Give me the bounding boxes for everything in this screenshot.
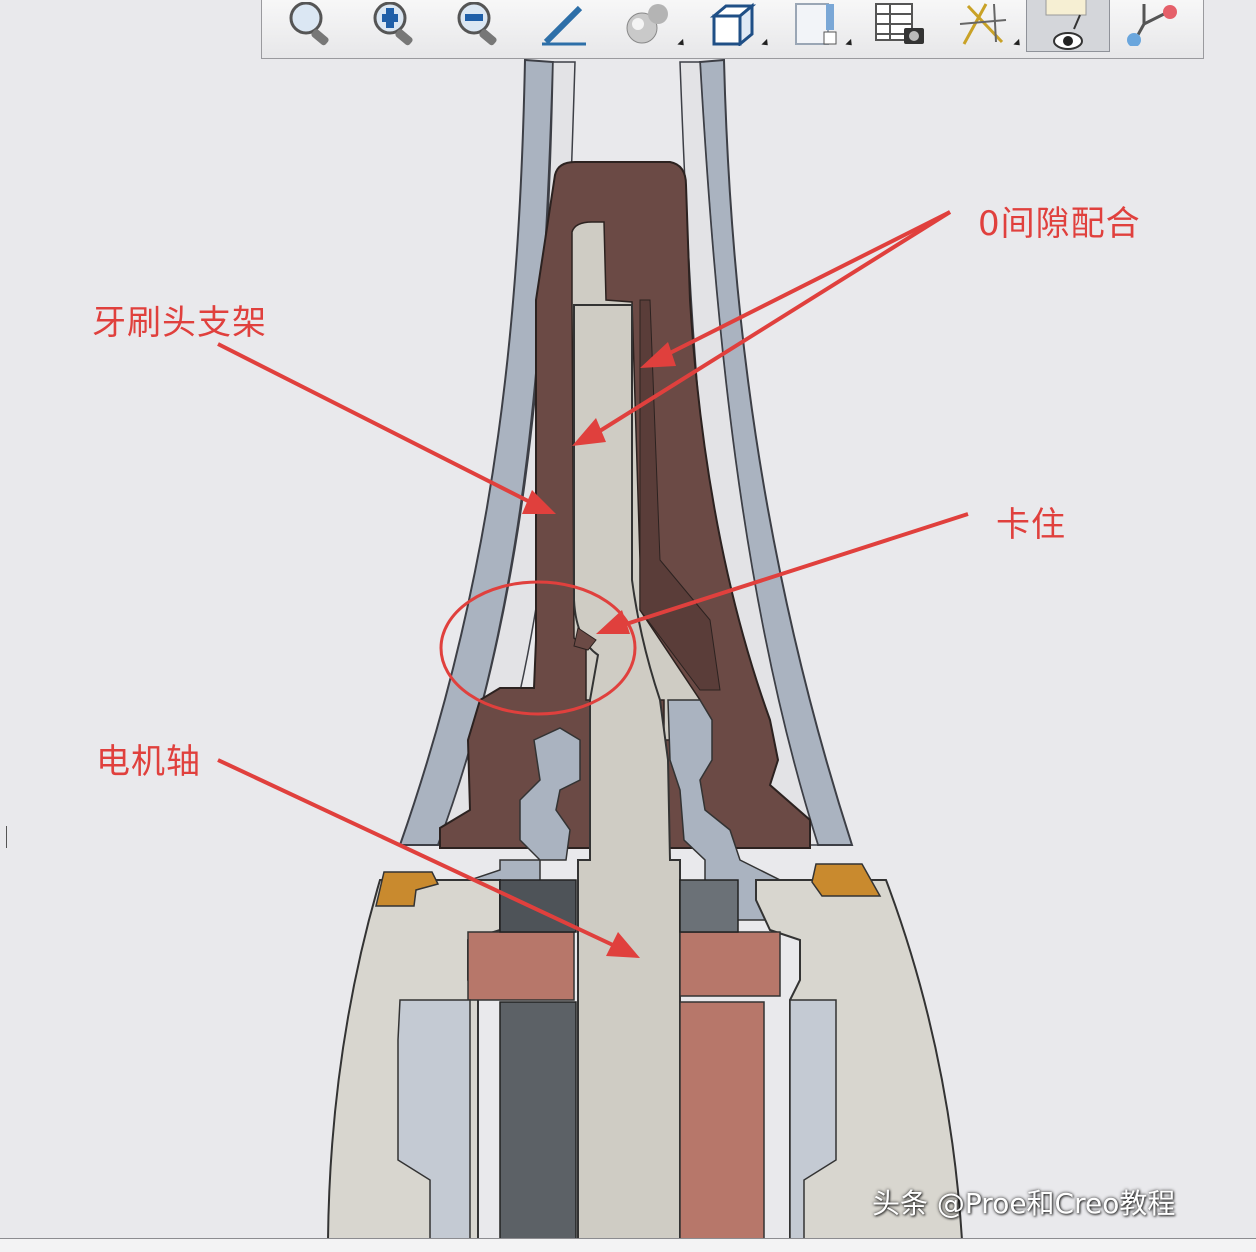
rotor-dark-left-lower <box>499 1001 577 1241</box>
spin-center-button[interactable] <box>1110 0 1194 46</box>
display-style-cube-icon <box>709 2 757 46</box>
clip-left <box>375 871 440 907</box>
clip-right <box>811 863 882 897</box>
view-manager-table-icon <box>875 3 924 44</box>
bearing-left <box>467 931 575 1001</box>
appearance-button[interactable] <box>606 0 690 49</box>
zoom-out-icon <box>457 2 497 46</box>
appearance-spheres-icon <box>626 4 668 44</box>
zoom-fit-button[interactable] <box>270 0 354 46</box>
callout-motor-shaft: 电机轴 <box>96 742 201 782</box>
seal-left <box>469 727 581 921</box>
watermark: 头条 @Proe和Creo教程 <box>872 1187 1176 1220</box>
chevron-down-icon <box>761 38 771 49</box>
lock-highlight-circle <box>439 580 637 716</box>
chevron-down-icon <box>845 38 855 49</box>
copper-sleeve-right <box>679 1001 765 1241</box>
rotor-dark-right <box>679 879 739 933</box>
annotation-display-icon <box>1045 0 1087 50</box>
annotation-display-button[interactable] <box>1026 0 1110 52</box>
housing-inner-left <box>397 999 471 1241</box>
status-strip <box>0 1238 1256 1252</box>
view-manager-button[interactable] <box>858 0 942 46</box>
chevron-down-icon <box>1013 38 1023 49</box>
zoom-in-button[interactable] <box>354 0 438 46</box>
spin-center-icon <box>1127 4 1177 46</box>
saved-views-icon <box>795 3 837 45</box>
chevron-down-icon <box>677 38 687 49</box>
sketch-button[interactable] <box>522 0 606 46</box>
datum-display-button[interactable] <box>942 0 1026 49</box>
saved-views-button[interactable] <box>774 0 858 49</box>
display-style-button[interactable] <box>690 0 774 49</box>
shaft-notch <box>573 627 597 651</box>
sketch-pencil-icon <box>542 5 586 46</box>
zoom-out-button[interactable] <box>438 0 522 46</box>
seal-right <box>667 699 781 921</box>
datum-display-icon <box>959 3 1007 45</box>
callout-locked: 卡住 <box>996 505 1066 545</box>
callout-zero-gap-fit: 0间隙配合 <box>978 204 1141 244</box>
bearing-right <box>679 931 781 997</box>
text-cursor <box>6 826 7 848</box>
zoom-in-icon <box>373 2 413 46</box>
bracket-inner-slot <box>639 299 721 691</box>
zoom-fit-icon <box>289 2 329 46</box>
graphics-toolbar <box>261 0 1204 59</box>
callout-brush-head-bracket: 牙刷头支架 <box>92 303 267 343</box>
callout-arrows <box>217 210 969 958</box>
